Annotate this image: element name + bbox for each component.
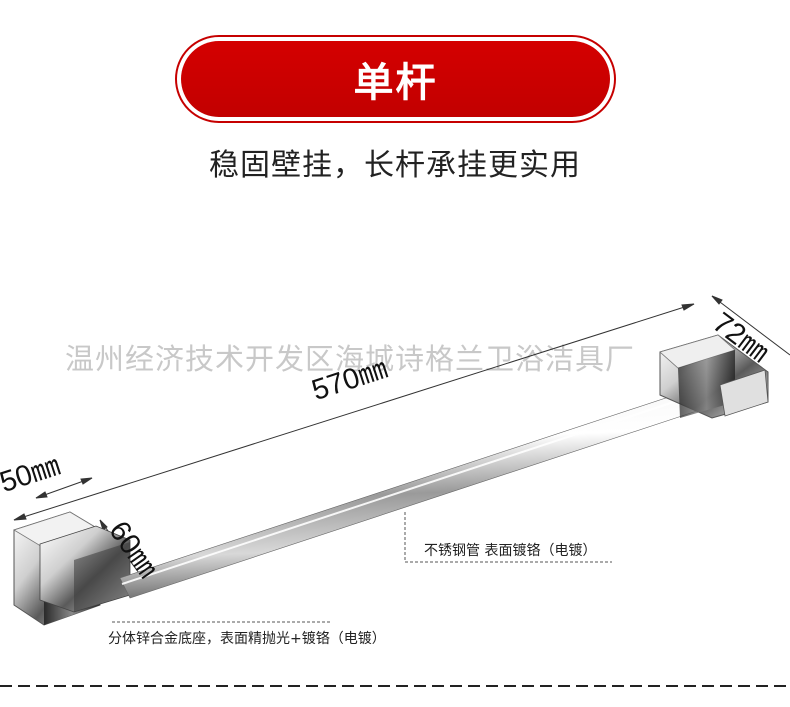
left-base	[13, 511, 131, 626]
base-material-note: 分体锌合金底座，表面精抛光+镀铬（电镀）	[108, 631, 386, 647]
callout-lines	[112, 512, 612, 623]
title-banner-fill: 单杆	[181, 41, 610, 117]
tube-material-note: 不锈钢管 表面镀铬（电镀）	[424, 543, 597, 559]
towel-rod	[119, 389, 701, 599]
page-title: 单杆	[353, 60, 438, 106]
right-base	[659, 334, 769, 419]
subtitle: 稳固壁挂，长杆承挂更实用	[209, 148, 581, 183]
title-banner: 单杆	[175, 35, 616, 123]
dimension-lines	[13, 295, 790, 589]
watermark-text: 温州经济技术开发区海城诗格兰卫浴洁具厂	[65, 342, 636, 376]
